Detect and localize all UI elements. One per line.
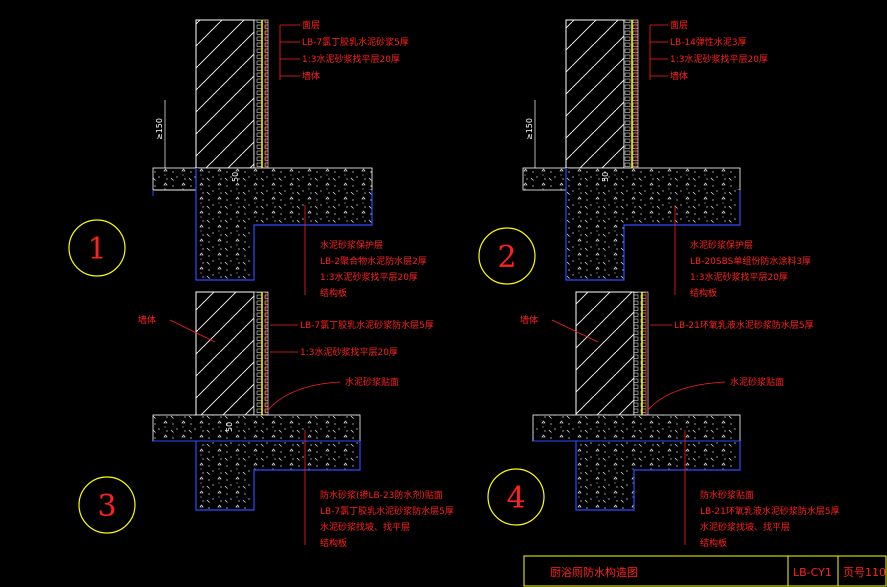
callout-side-1: 水泥砂浆贴面 <box>730 376 784 388</box>
detail-bubble <box>78 476 136 534</box>
callout-bottom-2: 水泥砂浆找坡、找平层 <box>700 521 790 533</box>
callout-top-1: LB-7氯丁胶乳水泥砂浆5厚 <box>302 36 409 48</box>
wall-label: 墙体 <box>520 314 538 326</box>
page-number: 页号110 <box>843 566 886 579</box>
waterproof-membrane <box>261 292 360 429</box>
drawing-code: LB-CY1 <box>793 566 832 579</box>
callout-side-1: 1:3水泥砂浆找平层20厚 <box>300 346 398 358</box>
structural-slab <box>565 168 741 281</box>
detail-number: 1 <box>87 232 106 267</box>
callout-bottom-3: 结构板 <box>690 287 717 299</box>
structural-slab <box>575 441 741 511</box>
callout-top-3: 墙体 <box>670 70 688 82</box>
callout-bottom-1: LB-2聚合物水泥防水层2厚 <box>320 255 427 267</box>
detail-number: 2 <box>497 240 516 275</box>
waterproof-membrane <box>641 292 740 429</box>
callout-bottom-3: 结构板 <box>700 537 727 549</box>
callout-bottom-0: 防水砂浆(掺LB-23防水剂)贴面 <box>320 489 443 501</box>
dim-height: ≥150 <box>155 118 164 140</box>
callout-side-0: LB-7氯丁胶乳水泥砂浆防水层5厚 <box>300 319 434 331</box>
callout-bottom-2: 1:3水泥砂浆找平层20厚 <box>690 271 788 283</box>
callout-side-0: LB-21环氧乳液水泥砂浆防水层5厚 <box>674 319 814 331</box>
drawing-title: 厨浴厕防水构造图 <box>550 565 638 579</box>
callout-bottom-1: LB-7氯丁胶乳水泥砂浆防水层5厚 <box>320 505 454 517</box>
dim-small: 50 <box>231 172 240 182</box>
callout-bottom-1: LB-21环氧乳液水泥砂浆防水层5厚 <box>700 505 840 517</box>
callout-bottom-0: 防水砂浆贴面 <box>700 489 754 501</box>
detail-bubble <box>478 227 536 285</box>
wall-hatch <box>195 19 255 169</box>
title-block: 厨浴厕防水构造图 LB-CY1 页号110 <box>523 555 887 587</box>
structural-slab <box>195 168 373 281</box>
detail-number: 3 <box>97 489 116 524</box>
detail-4: 墙体 LB-21环氧乳液水泥砂浆防水层5厚 水泥砂浆贴面 防水砂浆贴面 LB-2… <box>487 291 840 549</box>
callout-bottom-1: LB-20SBS单组份防水涂料3厚 <box>690 255 811 267</box>
callout-top-0: 面层 <box>302 20 320 31</box>
detail-1: ≥150 50 面层 LB-7氯丁胶乳水泥砂浆5厚 1:3水泥砂浆找平层20厚 … <box>68 19 427 299</box>
dim-small: 50 <box>601 172 610 182</box>
dim-height: ≥150 <box>525 118 534 140</box>
callout-bottom-2: 水泥砂浆找坡、找平层 <box>320 521 410 533</box>
callout-bottom-0: 水泥砂浆保护层 <box>690 239 753 251</box>
wall-label: 墙体 <box>138 314 156 326</box>
callout-top-0: 面层 <box>670 20 688 31</box>
callout-bottom-0: 水泥砂浆保护层 <box>320 239 383 251</box>
callout-top-2: 1:3水泥砂浆找平层20厚 <box>670 53 768 65</box>
detail-3: 50 墙体 LB-7氯丁胶乳水泥砂浆防水层5厚 1:3水泥砂浆找平层20厚 水泥… <box>78 291 454 549</box>
callout-bottom-3: 结构板 <box>320 287 347 299</box>
dim-small: 50 <box>225 422 234 432</box>
structural-slab <box>195 441 361 511</box>
detail-number: 4 <box>506 481 525 516</box>
callout-top-1: LB-14弹性水泥3厚 <box>670 36 747 48</box>
detail-bubble <box>487 468 545 526</box>
callout-bottom-3: 结构板 <box>320 537 347 549</box>
callout-top-2: 1:3水泥砂浆找平层20厚 <box>302 53 400 65</box>
callout-side-2: 水泥砂浆贴面 <box>345 376 399 388</box>
detail-2: ≥150 50 面层 LB-14弹性水泥3厚 1:3水泥砂浆找平层20厚 墙体 … <box>478 19 811 299</box>
callout-top-3: 墙体 <box>302 70 320 82</box>
detail-bubble <box>68 219 126 277</box>
callout-bottom-2: 1:3水泥砂浆找平层20厚 <box>320 271 418 283</box>
